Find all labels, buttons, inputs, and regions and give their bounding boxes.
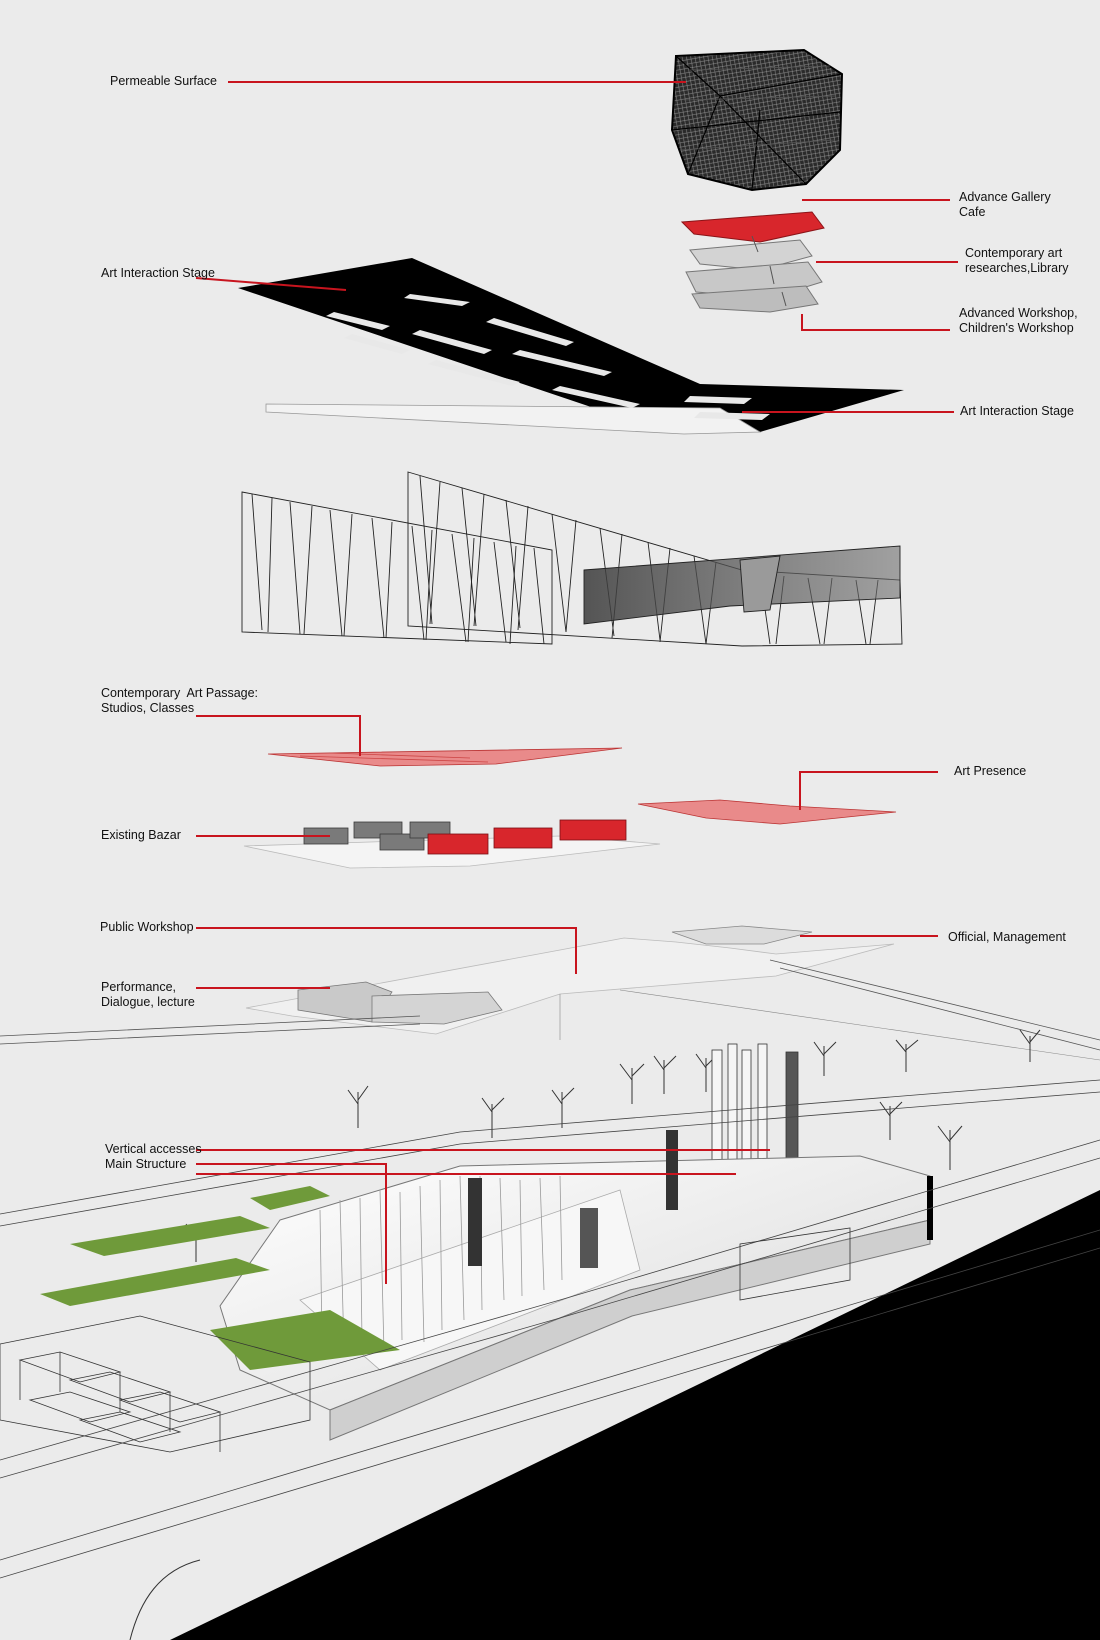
label-art-passage-line2: Studios, Classes: [101, 701, 195, 715]
label-advanced-workshop: Advanced Workshop, Children's Workshop: [959, 306, 1078, 336]
label-advanced-workshop-line2: Children's Workshop: [959, 321, 1074, 335]
label-art-interaction-stage-upper: Art Interaction Stage: [101, 266, 215, 280]
label-existing-bazar: Existing Bazar: [101, 828, 181, 842]
label-art-passage: Contemporary Art Passage: Studios, Class…: [101, 686, 258, 716]
label-permeable-surface: Permeable Surface: [110, 74, 218, 88]
leader-lines: [195, 81, 958, 1284]
wireframe-annex: [0, 1315, 311, 1453]
label-advanced-workshop-line1: Advanced Workshop,: [959, 306, 1078, 320]
label-art-passage-line1: Contemporary Art Passage:: [101, 686, 259, 700]
label-art-interaction-stage-lower: Art Interaction Stage: [960, 404, 1074, 418]
permeable-surface-mesh: [670, 48, 844, 192]
vertical-access-columns: [711, 1043, 799, 1171]
art-presence-plate: [637, 799, 897, 825]
label-advance-gallery-line2: Cafe: [959, 205, 986, 219]
label-performance: Performance, Dialogue, lecture: [101, 980, 195, 1010]
wireframe-envelope: [241, 471, 903, 647]
label-official-management: Official, Management: [948, 930, 1066, 944]
label-contemporary-art-line2: researches,Library: [965, 261, 1069, 275]
label-contemporary-art: Contemporary art researches,Library: [965, 246, 1069, 276]
label-art-presence: Art Presence: [954, 764, 1027, 778]
label-advance-gallery: Advance Gallery Cafe: [959, 190, 1051, 220]
label-main-structure: Main Structure: [105, 1157, 187, 1171]
existing-bazar: [243, 819, 661, 869]
label-performance-line2: Dialogue, lecture: [101, 995, 195, 1009]
programme-plates: [680, 211, 825, 313]
art-interaction-stage-slab: [238, 258, 904, 435]
art-passage-plate: [267, 747, 623, 767]
label-vertical-accesses: Vertical accesses: [105, 1142, 202, 1156]
ground-level-slab: [0, 925, 1100, 1061]
road-and-river: [0, 1079, 1100, 1640]
label-performance-line1: Performance,: [101, 980, 177, 994]
label-contemporary-art-line1: Contemporary art: [965, 246, 1063, 260]
label-advance-gallery-line1: Advance Gallery: [959, 190, 1051, 204]
label-public-workshop: Public Workshop: [100, 920, 194, 934]
